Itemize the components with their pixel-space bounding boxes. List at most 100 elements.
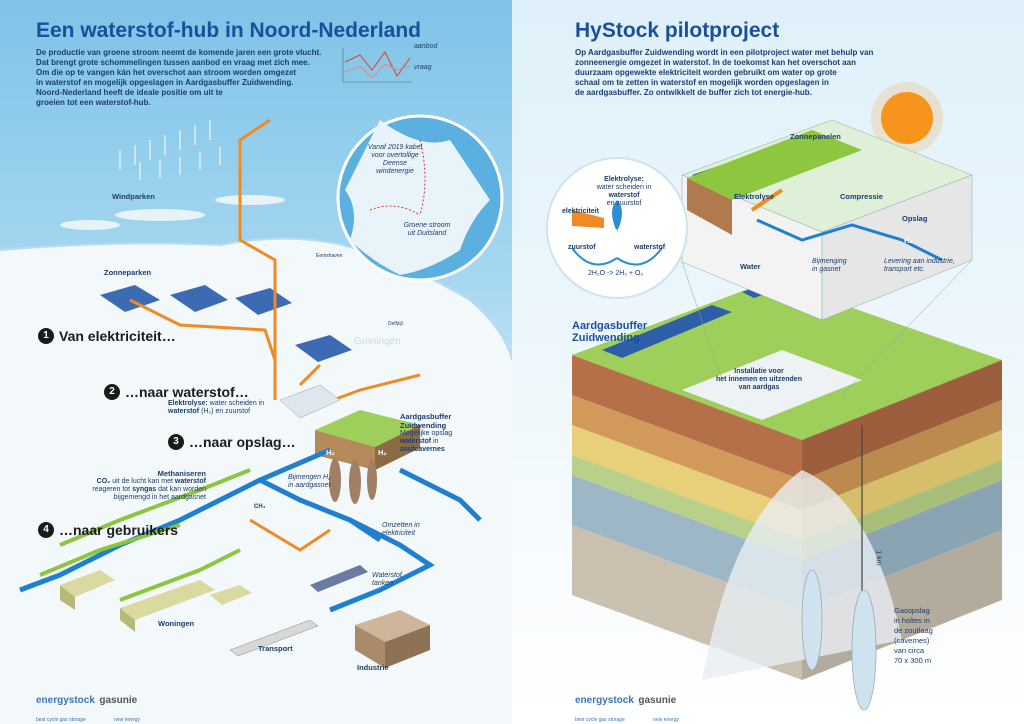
map-illustration: [0, 48, 512, 724]
intro-line: Dat brengt grote schommelingen tussen aa…: [36, 58, 310, 67]
sun-icon: [881, 92, 933, 144]
buffer-line: in: [431, 438, 439, 445]
note-line: (cavernes): [894, 636, 930, 645]
right-intro: Op Aardgasbuffer Zuidwending wordt in ee…: [575, 48, 935, 98]
note-line: Deense: [382, 160, 408, 167]
label-zonneparken: Zonneparken: [104, 268, 152, 277]
buffer-bold: waterstof: [400, 438, 432, 445]
note-line: van circa: [894, 646, 925, 655]
circle-elektriciteit: elektriciteit: [562, 208, 599, 215]
buffer-line: Zuidwending: [572, 332, 640, 344]
m-bold: CO₂: [96, 478, 111, 485]
ch4-label: CH₄: [254, 504, 266, 510]
note-line: uit Duitsland: [407, 230, 447, 237]
circle-line: en zuurstof: [606, 200, 642, 207]
label-elektrolyse: Elektrolyse: [734, 192, 775, 201]
buffer-title: Aardgasbuffer: [400, 412, 452, 421]
label-water: Water: [740, 262, 761, 271]
intro-line: Noord-Nederland heeft de ideale positie …: [36, 88, 223, 97]
buffer-line: Aardgasbuffer: [572, 320, 648, 332]
buffer-line: Mogelijke opslag: [400, 430, 453, 437]
elektrolyse-bold: waterstof: [168, 408, 200, 415]
label-transport: Transport: [258, 644, 293, 653]
step-3: 3 …naar opslag…: [168, 434, 296, 450]
step-2: 2 …naar waterstof…: [104, 384, 249, 400]
elektrolyse-line: water scheiden in: [209, 400, 265, 407]
note-line: Installatie voor: [734, 368, 784, 375]
buffer-bold: zoutcavernes: [400, 446, 445, 453]
intro-line: Op Aardgasbuffer Zuidwending wordt in ee…: [575, 48, 874, 57]
left-logos: energystock gasunie best cycle gas stora…: [36, 690, 140, 724]
methaniseren-title: Methaniseren: [157, 469, 206, 478]
solar-parks: [100, 285, 352, 362]
hystock-illustration: [546, 82, 1002, 711]
m-text: reageren tot: [92, 486, 133, 493]
label-industrie: Industrie: [357, 663, 389, 672]
note-line: windenergie: [376, 168, 414, 175]
place-groningen: Groningen: [354, 336, 401, 347]
note-line: Gasopslag: [894, 606, 930, 615]
intro-line: schaal om te zetten in waterstof en moge…: [575, 78, 829, 87]
circle-line: water scheiden in: [596, 184, 652, 191]
left-intro: De productie van groene stroom neemt de …: [36, 48, 356, 108]
step-text: …naar opslag…: [189, 434, 296, 450]
note-line: Bijmenging: [812, 258, 847, 265]
bijmengen-note: Bijmengen H₂ in aardgasnet: [288, 474, 331, 490]
note-line: Groene stroom: [403, 222, 451, 229]
note-line: in aardgasnet: [288, 482, 331, 489]
circle-title: Elektrolyse: water scheiden in waterstof…: [594, 176, 654, 208]
m-text: dat kan worden: [156, 486, 206, 493]
note-line: transport etc.: [884, 266, 925, 273]
m-bold: syngas: [132, 486, 157, 493]
m-text: uit de lucht kan met: [110, 478, 175, 485]
legend-demand: vraag: [414, 64, 432, 71]
depth-label: 1 km: [874, 550, 882, 566]
right-logos: energystock gasunie best cycle gas stora…: [575, 690, 679, 724]
note-line: het innemen en uitzenden: [716, 376, 802, 383]
label-levering: Levering aan industrie, transport etc.: [884, 258, 955, 274]
step-text: …naar gebruikers: [59, 522, 179, 538]
buffer-title: Zuidwending: [400, 421, 447, 430]
elektrolyse-note: Elektrolyse: water scheiden in waterstof…: [168, 400, 278, 416]
m-bold: waterstof: [174, 478, 206, 485]
omzetten-note: Omzetten in elektriciteit: [382, 522, 420, 538]
intro-line: zonneenergie omgezet in waterstof. In de…: [575, 58, 856, 67]
intro-line: duurzaam opgewekte elektriciteit worden …: [575, 68, 837, 77]
electricity-lines: [129, 118, 421, 552]
houses: [60, 570, 252, 632]
h2-label: H₂: [326, 448, 335, 457]
label-opslag: Opslag: [902, 214, 928, 223]
step-number: 3: [168, 434, 184, 450]
circle-waterstof: waterstof: [634, 244, 666, 251]
left-title: Een waterstof-hub in Noord-Nederland: [36, 19, 422, 42]
intro-line: groeien tot een waterstof-hub.: [36, 98, 151, 107]
installatie-note: Installatie voor het innemen en uitzende…: [714, 368, 804, 392]
step-4: 4 …naar gebruikers: [38, 522, 178, 538]
label-compressie: Compressie: [840, 192, 883, 201]
elektrolyse-line: (H₂) en zuurstof: [199, 408, 251, 415]
note-line: voor overtollige: [371, 152, 419, 159]
map-note-bottom: Groene stroom uit Duitsland: [392, 222, 462, 238]
place-delfzijl: Delfzijl: [388, 321, 403, 327]
note-line: de zoutlaag: [894, 626, 933, 635]
intro-line: de aardgasbuffer. Zo ontwikkelt de buffe…: [575, 88, 812, 97]
energystock-logo: energystock: [575, 695, 634, 706]
methaniseren-note: Methaniseren CO₂ uit de lucht kan met wa…: [78, 470, 206, 502]
step-number: 2: [104, 384, 120, 400]
legend-supply: aanbod: [414, 43, 438, 50]
right-title: HyStock pilotproject: [575, 19, 780, 42]
elektrolyse-title: Elektrolyse:: [168, 400, 208, 407]
intro-line: De productie van groene stroom neemt de …: [36, 48, 322, 57]
h2-label: H₂: [378, 448, 387, 457]
right-panel: HyStock pilotproject Op Aardgasbuffer Zu…: [512, 0, 1024, 724]
step-text: …naar waterstof…: [125, 384, 249, 400]
label-h2: H₂: [904, 236, 913, 245]
note-line: 70 x 300 m: [894, 656, 932, 665]
left-panel: Een waterstof-hub in Noord-Nederland De …: [0, 0, 512, 724]
note-line: elektriciteit: [382, 530, 416, 537]
gas-pipes: [19, 447, 482, 613]
gasopslag-note: Gasopslag in holtes in de zoutlaag (cave…: [894, 606, 933, 666]
step-1: 1 Van elektriciteit…: [38, 328, 176, 344]
circle-bold: waterstof: [608, 192, 640, 199]
map-note-top: Vanaf 2019 kabel voor overtollige Deense…: [360, 144, 430, 176]
